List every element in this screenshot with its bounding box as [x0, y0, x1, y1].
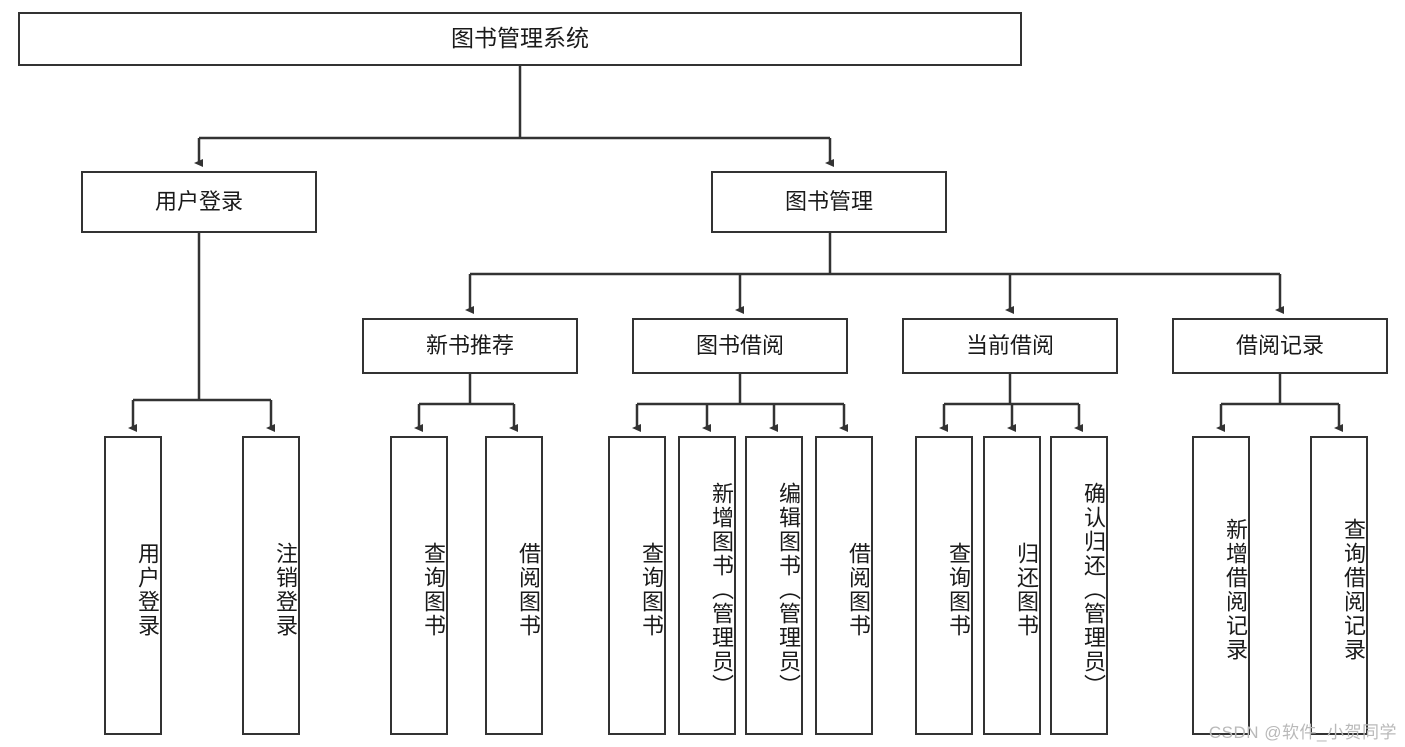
- watermark: CSDN @软件_小贺同学: [1208, 723, 1397, 742]
- node-leaf-add-borrow-record[interactable]: 新增借阅记录: [1192, 436, 1250, 735]
- node-leaf-query-book-1[interactable]: 查询图书: [390, 436, 448, 735]
- node-leaf-add-borrow-record-label: 新增借阅记录: [1223, 517, 1248, 662]
- node-leaf-edit-book[interactable]: 编辑图书（管理员）: [745, 436, 803, 735]
- node-leaf-query-book-2[interactable]: 查询图书: [608, 436, 666, 735]
- node-leaf-query-borrow-record-label: 查询借阅记录: [1341, 517, 1366, 662]
- node-current-borrow-label: 当前借阅: [965, 333, 1054, 359]
- node-new-book-recommend[interactable]: 新书推荐: [362, 318, 578, 374]
- node-current-borrow[interactable]: 当前借阅: [902, 318, 1118, 374]
- node-borrow-record-label: 借阅记录: [1235, 333, 1324, 359]
- node-user-login[interactable]: 用户登录: [81, 171, 317, 233]
- node-leaf-add-book-label: 新增图书（管理员）: [709, 481, 734, 698]
- node-user-login-label: 用户登录: [154, 189, 243, 215]
- node-book-borrow-label: 图书借阅: [695, 333, 784, 359]
- node-leaf-borrow-book-1-label: 借阅图书: [516, 541, 541, 638]
- node-leaf-borrow-book-1[interactable]: 借阅图书: [485, 436, 543, 735]
- node-new-book-recommend-label: 新书推荐: [425, 333, 514, 359]
- node-leaf-borrow-book-2[interactable]: 借阅图书: [815, 436, 873, 735]
- node-leaf-confirm-return-label: 确认归还（管理员）: [1081, 481, 1106, 698]
- node-leaf-query-book-3[interactable]: 查询图书: [915, 436, 973, 735]
- node-leaf-logout-login-label: 注销登录: [273, 541, 298, 638]
- node-leaf-query-borrow-record[interactable]: 查询借阅记录: [1310, 436, 1368, 735]
- node-leaf-add-book[interactable]: 新增图书（管理员）: [678, 436, 736, 735]
- node-leaf-borrow-book-2-label: 借阅图书: [846, 541, 871, 638]
- node-leaf-confirm-return[interactable]: 确认归还（管理员）: [1050, 436, 1108, 735]
- node-leaf-return-book-label: 归还图书: [1014, 541, 1039, 638]
- node-book-manage[interactable]: 图书管理: [711, 171, 947, 233]
- node-leaf-query-book-1-label: 查询图书: [421, 541, 446, 638]
- node-leaf-return-book[interactable]: 归还图书: [983, 436, 1041, 735]
- node-leaf-logout-login[interactable]: 注销登录: [242, 436, 300, 735]
- node-leaf-edit-book-label: 编辑图书（管理员）: [776, 481, 801, 698]
- node-leaf-query-book-2-label: 查询图书: [639, 541, 664, 638]
- node-borrow-record[interactable]: 借阅记录: [1172, 318, 1388, 374]
- node-book-borrow[interactable]: 图书借阅: [632, 318, 848, 374]
- node-book-manage-label: 图书管理: [784, 189, 873, 215]
- node-leaf-query-book-3-label: 查询图书: [946, 541, 971, 638]
- node-root-label: 图书管理系统: [451, 25, 589, 52]
- node-leaf-user-login[interactable]: 用户登录: [104, 436, 162, 735]
- node-root[interactable]: 图书管理系统: [18, 12, 1022, 66]
- node-leaf-user-login-label: 用户登录: [135, 541, 160, 638]
